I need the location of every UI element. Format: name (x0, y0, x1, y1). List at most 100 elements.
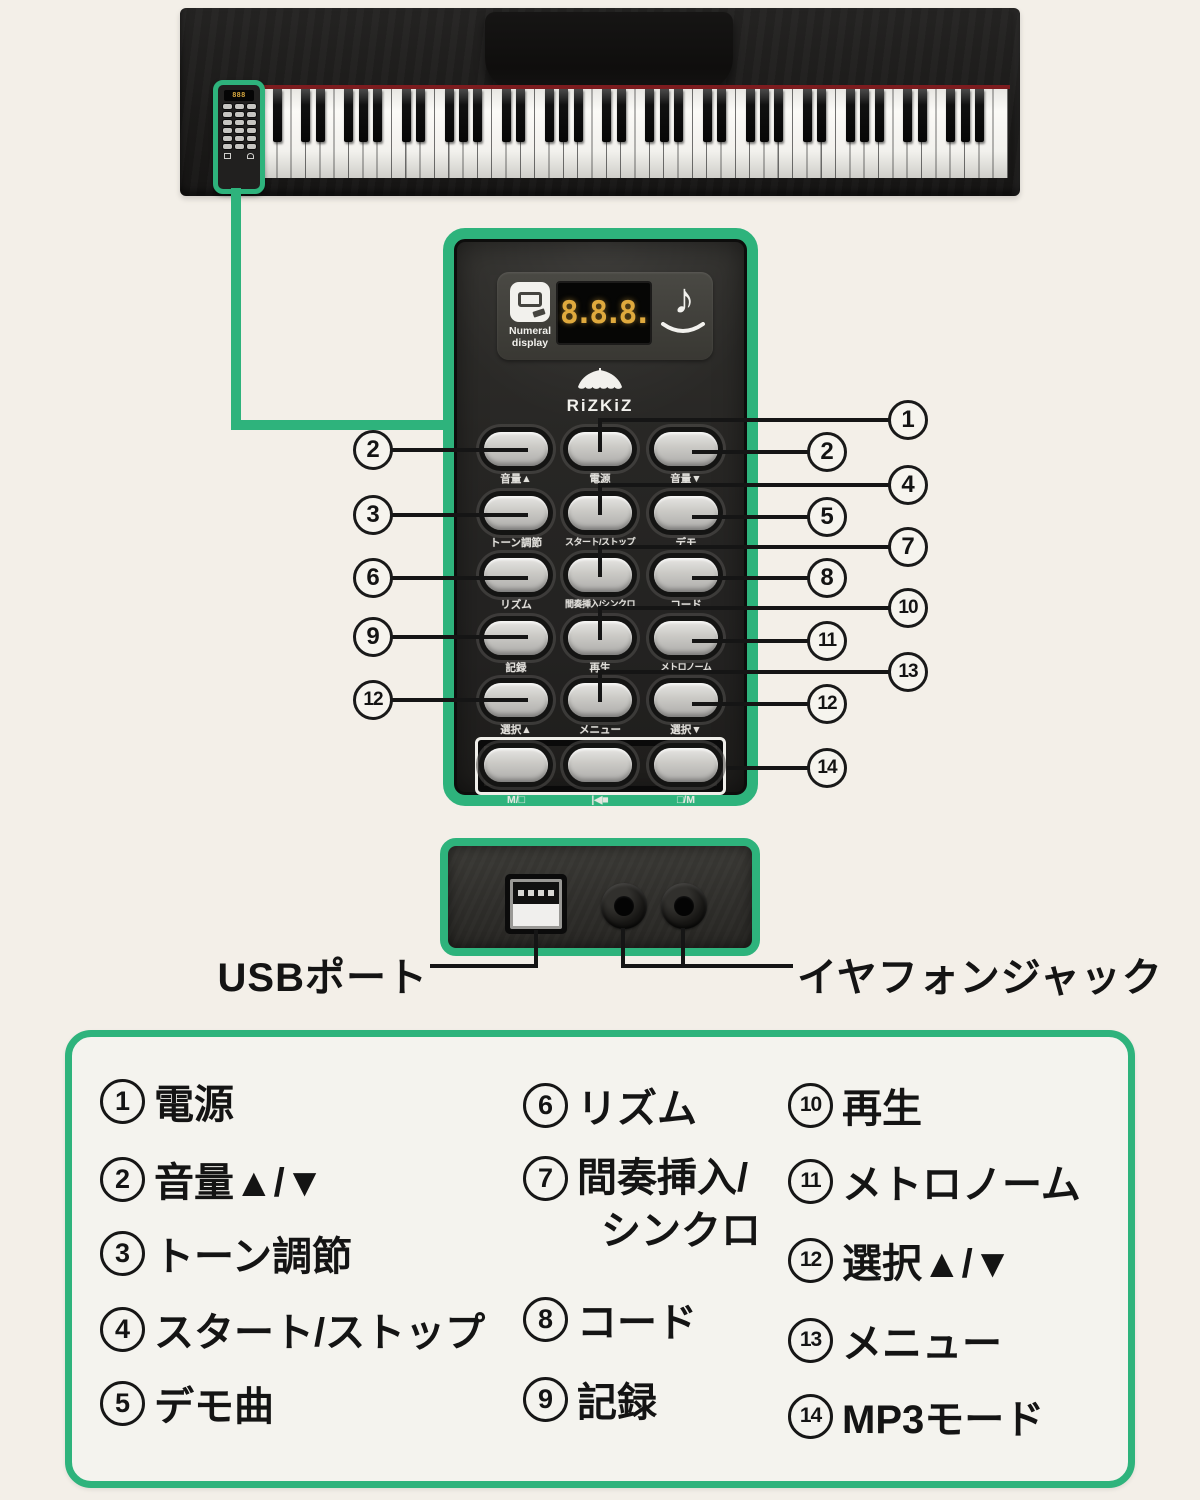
panel-button-mp3-next (654, 748, 718, 782)
mini-buttons (218, 104, 260, 149)
black-key (416, 89, 426, 142)
callout-line (692, 639, 808, 643)
black-key (946, 89, 956, 142)
brand-name: RiZKiZ (566, 396, 634, 415)
button-label: 記録 (505, 662, 527, 674)
callout-5: 5 (807, 497, 847, 537)
black-key (401, 89, 411, 142)
led-display: 8.8.8. (556, 281, 652, 345)
callout-line (392, 576, 528, 580)
callout-13: 13 (888, 652, 928, 692)
black-key (573, 89, 583, 142)
button-label: 選択▼ (670, 724, 702, 736)
music-note-icon: ♪ (660, 276, 708, 342)
callout-line (598, 606, 890, 610)
button-label: M/□ (506, 794, 525, 806)
panel-button-rhythm (484, 558, 548, 592)
black-key (702, 89, 712, 142)
black-key (602, 89, 612, 142)
headphone-icon (247, 153, 254, 159)
black-key (974, 89, 984, 142)
callout-line (692, 702, 808, 706)
callout-line (392, 635, 528, 639)
black-key (301, 89, 311, 142)
square-icon (224, 153, 231, 159)
panel-button-demo (654, 496, 718, 530)
legend-number: 10 (788, 1082, 833, 1128)
piano-keys (263, 89, 1008, 178)
black-key (315, 89, 325, 142)
port-line (621, 964, 793, 968)
black-key (358, 89, 368, 142)
mini-control-panel: 888 (213, 80, 265, 194)
callout-line (692, 515, 808, 519)
brand-logo: RiZKiZ (515, 368, 685, 416)
port-line (430, 964, 538, 968)
button-label: 音量▼ (670, 473, 702, 485)
earphone-jack (661, 883, 707, 929)
black-key (817, 89, 827, 142)
callout-7: 7 (888, 527, 928, 567)
panel-button-metronome (654, 621, 718, 655)
black-key (559, 89, 569, 142)
black-key (272, 89, 282, 142)
legend-number: 7 (523, 1156, 568, 1201)
black-key (874, 89, 884, 142)
usb-port (505, 874, 567, 934)
legend-number: 11 (788, 1158, 833, 1204)
port-line (681, 928, 685, 968)
callout-line (692, 450, 808, 454)
callout-line (692, 576, 808, 580)
button-label: □/M (676, 794, 695, 806)
port-line (621, 928, 625, 968)
crown-icon (578, 368, 622, 389)
keyboard-image: 888 (180, 8, 1020, 196)
callout-line (598, 483, 890, 487)
legend-number: 5 (100, 1380, 145, 1426)
black-key (373, 89, 383, 142)
legend-number: 2 (100, 1156, 145, 1202)
numeral-display-icon (510, 282, 550, 322)
callout-4: 4 (888, 465, 928, 505)
legend-number: 8 (523, 1296, 568, 1342)
zoom-connector-vertical (231, 188, 241, 430)
button-label: トーン調節 (490, 537, 542, 549)
panel-button-volume-down (654, 432, 718, 466)
black-key (917, 89, 927, 142)
numeral-display-caption: Numeral display (508, 325, 551, 349)
callout-2: 2 (353, 430, 393, 470)
panel-button-mp3-play (568, 748, 632, 782)
callout-14: 14 (807, 748, 847, 788)
legend-number: 14 (788, 1393, 833, 1439)
mp3-buttons-frame (475, 737, 726, 795)
legend-number: 1 (100, 1078, 145, 1124)
black-key (516, 89, 526, 142)
legend-item-7: 7 間奏挿入/シンクロ (523, 1152, 761, 1258)
callout-11: 11 (807, 621, 847, 661)
callout-line (598, 547, 602, 577)
callout-line (392, 448, 528, 452)
legend-number: 3 (100, 1230, 145, 1276)
black-key (802, 89, 812, 142)
black-key (344, 89, 354, 142)
black-key (444, 89, 454, 142)
usb-port-label: USBポート (217, 956, 428, 1000)
callout-10: 10 (888, 588, 928, 628)
panel-button-select-down (654, 683, 718, 717)
legend-number: 12 (788, 1237, 833, 1283)
callout-line (727, 766, 808, 770)
black-key (502, 89, 512, 142)
ports-panel (440, 838, 760, 956)
callout-line (392, 698, 528, 702)
black-key (860, 89, 870, 142)
panel-button-mp3-prev (484, 748, 548, 782)
button-label: スタート/ストップ (564, 537, 636, 547)
black-key (960, 89, 970, 142)
